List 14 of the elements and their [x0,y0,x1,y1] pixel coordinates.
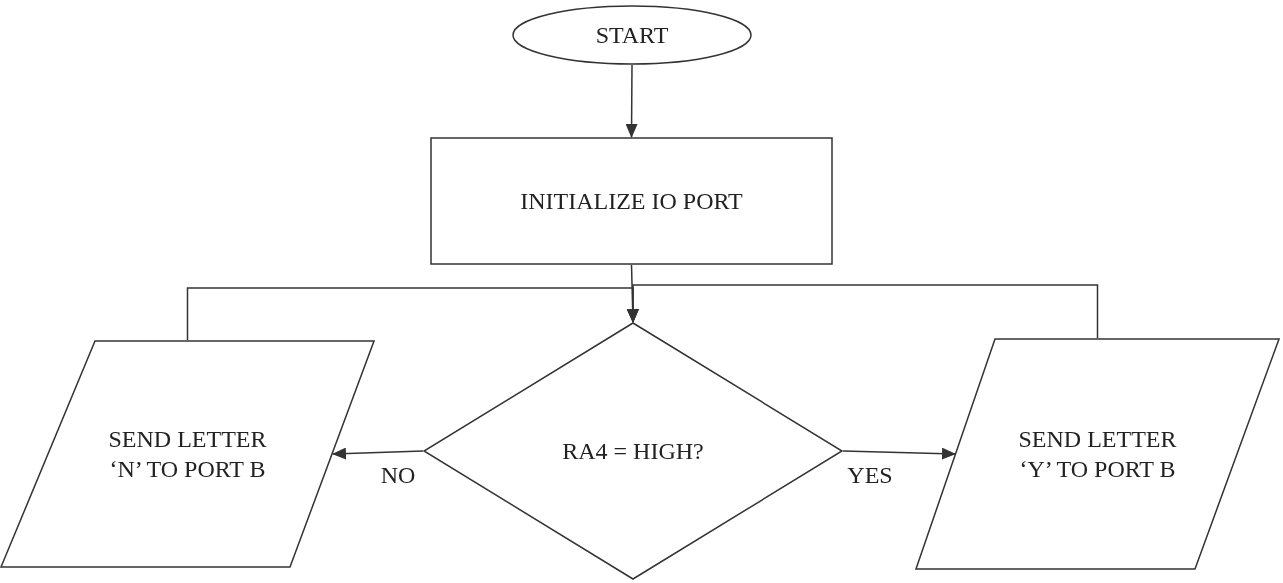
node-label: SEND LETTER ‘Y’ TO PORT B [1017,425,1178,484]
node-label: START [595,21,669,50]
arrow [627,284,1099,339]
node-label: RA4 = HIGH? [562,437,704,466]
process-box [430,137,833,265]
input-output-parallelogram [0,340,375,568]
terminal-ellipse [512,5,752,65]
node-label: INITIALIZE IO PORT [520,187,743,216]
arrow [625,64,638,138]
arrow [332,447,424,460]
arrow [842,447,956,460]
decision-diamond [423,322,843,580]
input-output-parallelogram [915,338,1280,570]
node-label: SEND LETTER ‘N’ TO PORT B [107,425,268,484]
